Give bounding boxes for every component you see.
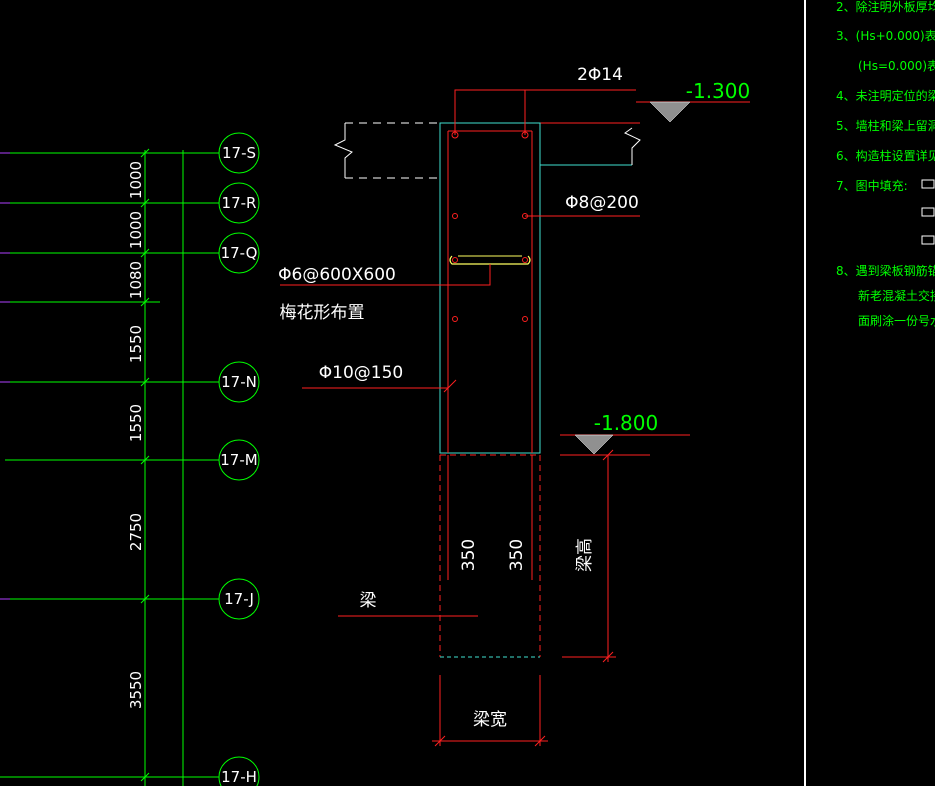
axis-bubble-m: [218, 439, 260, 481]
grid-axes: 17-S 17-R 17-Q 17-N 17-M 17-J 17-H: [0, 132, 260, 786]
vertical-bar-label: Φ10@150: [319, 363, 403, 383]
dim-text: 1550: [127, 404, 145, 442]
note-6: 6、构造柱设置详见《钢筋: [836, 148, 935, 163]
dim-tick: [140, 377, 150, 387]
axis-bubble-q: [218, 232, 260, 274]
top-rebar-label: 2Φ14: [577, 65, 623, 85]
axis-bubble-n: [218, 361, 260, 403]
fill-legend-icon: [921, 235, 935, 245]
tie-bar-label: Φ6@600X600: [278, 265, 396, 285]
dim-tick: [434, 735, 446, 747]
rebar-dot: [452, 316, 458, 322]
elevation-top: -1.300: [686, 79, 750, 103]
fill-legend-icon: [921, 179, 935, 189]
beam-height-label: 梁高: [575, 538, 595, 572]
dim-text: 1000: [127, 211, 145, 249]
note-3-sub: (Hs=0.000)表: [858, 59, 935, 73]
note-3: 3、(Hs+0.000)表示: [836, 29, 935, 43]
dim-text: 2750: [127, 513, 145, 551]
beam-width-label: 梁宽: [473, 710, 507, 730]
rebar-dot: [522, 316, 528, 322]
axis-bubble-h: [218, 756, 260, 786]
note-4: 4、未注明定位的梁为轴线: [836, 88, 935, 103]
note-5: 5、墙柱和梁上留洞及埋件: [836, 118, 935, 133]
dim-text: 1080: [127, 261, 145, 299]
leader-top-rebar: [454, 89, 636, 135]
rebar-dot: [452, 257, 458, 263]
elevation-marker-top: [649, 101, 691, 123]
dim-tick: [602, 449, 614, 461]
axis-label-n: 17-N: [221, 373, 257, 391]
break-symbol-right: [624, 127, 641, 165]
section-detail: 2Φ14 -1.300 Φ8@200 Φ6@600X600 梅花形布置 Φ10@…: [278, 65, 750, 747]
dim-tick: [140, 148, 150, 158]
note-8: 8、遇到梁板钢筋锚入已建: [836, 263, 935, 278]
note-8-line2: 新老混凝土交接处，凿: [858, 288, 935, 303]
dim-tick: [140, 772, 150, 782]
beam-label: 梁: [360, 591, 377, 611]
dim-text: 3550: [127, 671, 145, 709]
axis-bubble-s: [218, 132, 260, 174]
note-8-line3: 面刷涂一份号水泥浆，: [858, 313, 935, 328]
tie-bar-hook: [449, 255, 531, 265]
axis-label-s: 17-S: [222, 144, 256, 162]
dim-tick: [140, 297, 150, 307]
axis-label-h: 17-H: [221, 768, 257, 786]
axis-bubble-r: [218, 182, 260, 224]
dim-tick: [602, 651, 614, 663]
dim-tick: [140, 594, 150, 604]
stirrup-label: Φ8@200: [565, 193, 639, 213]
notes-panel: 2、除注明外板厚均为 3、(Hs+0.000)表示 (Hs=0.000)表 4、…: [804, 0, 935, 786]
anchor-length-left: 350: [459, 539, 479, 571]
dim-tick: [534, 735, 546, 747]
rebar-dot: [522, 257, 528, 263]
axis-label-m: 17-M: [220, 451, 257, 469]
dim-text: 1000: [127, 161, 145, 199]
axis-label-r: 17-R: [222, 194, 257, 212]
elevation-bottom: -1.800: [594, 411, 658, 435]
axis-bubble-j: [218, 578, 260, 620]
dim-text: 1550: [127, 325, 145, 363]
break-symbol-left: [333, 123, 353, 178]
note-7: 7、图中填充:: [836, 178, 908, 193]
axis-label-j: 17-J: [224, 590, 254, 608]
elevation-marker-bottom: [574, 434, 614, 455]
rebar-dot: [452, 213, 458, 219]
wall-outline: [439, 122, 541, 454]
dim-tick: [140, 248, 150, 258]
dim-tick: [140, 198, 150, 208]
anchor-length-right: 350: [507, 539, 527, 571]
note-2: 2、除注明外板厚均为: [836, 0, 935, 14]
dim-tick: [140, 455, 150, 465]
leader-tick: [443, 379, 457, 393]
axis-label-q: 17-Q: [221, 244, 258, 262]
tie-bar-note: 梅花形布置: [280, 303, 365, 323]
fill-legend-icon: [921, 207, 935, 217]
leader-tie-bar: [280, 264, 491, 286]
